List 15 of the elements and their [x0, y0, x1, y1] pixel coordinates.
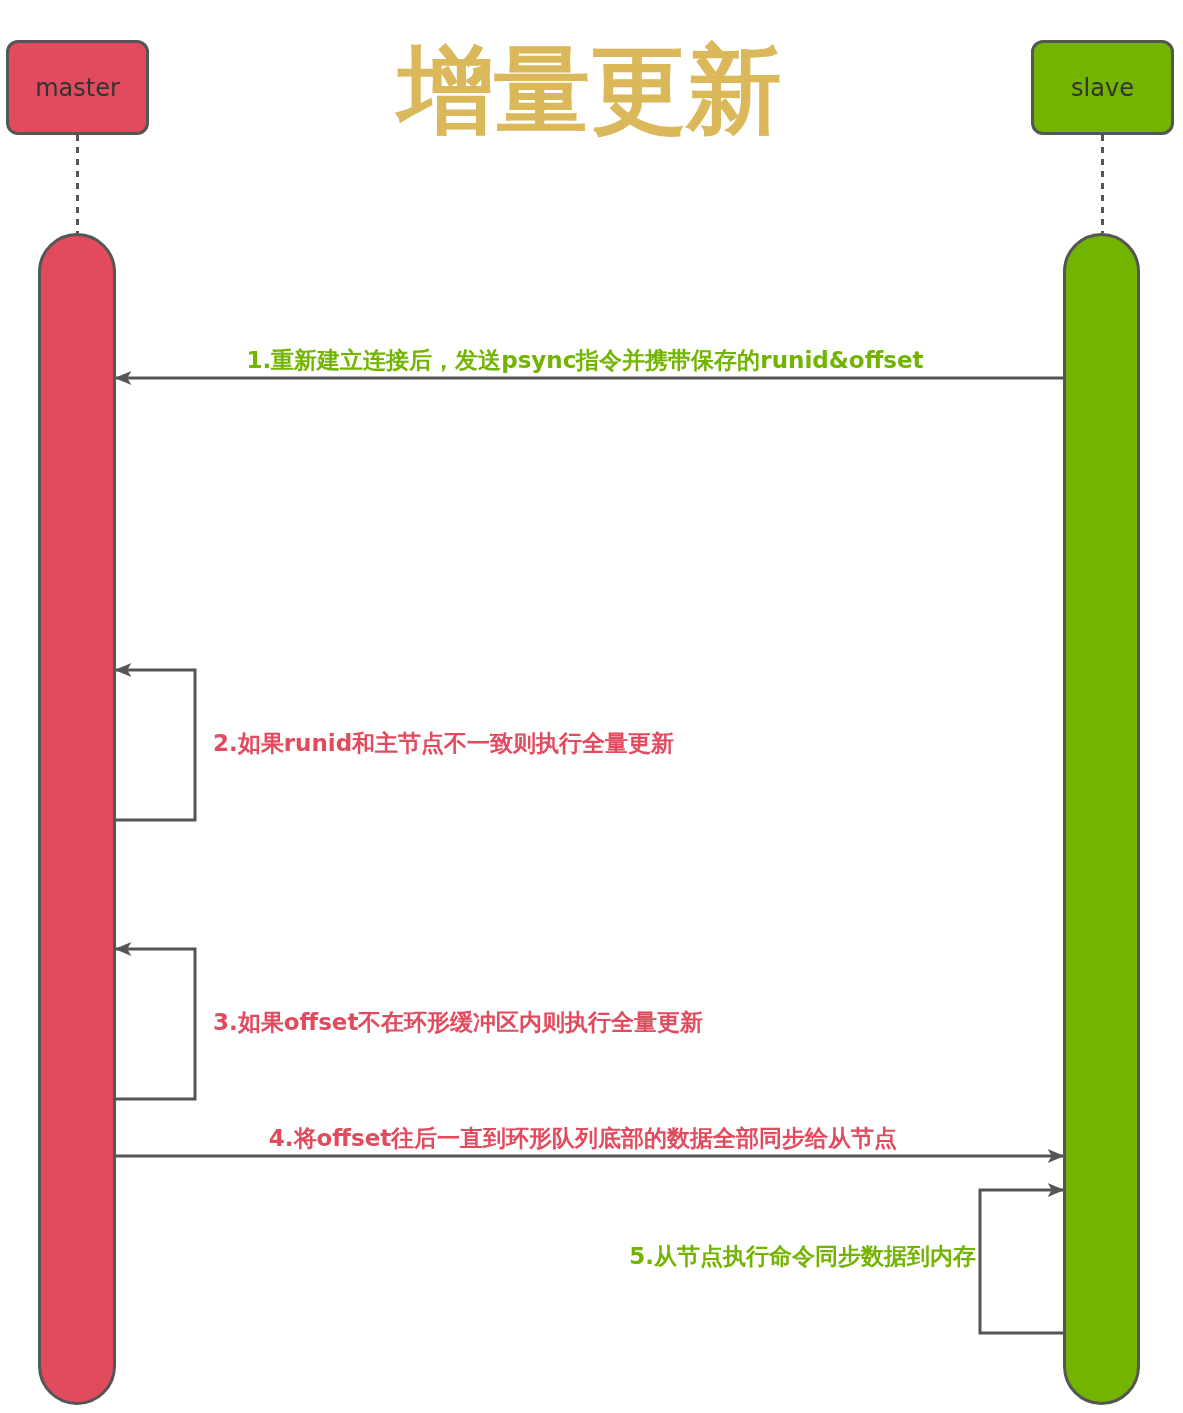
edge-label: 3.如果offset不在环形缓冲区内则执行全量更新 — [211, 1007, 706, 1037]
edge-label: 2.如果runid和主节点不一致则执行全量更新 — [211, 728, 677, 758]
message-arrow — [114, 371, 1063, 385]
node-label: master — [35, 73, 120, 102]
lifeline-connector — [1101, 135, 1104, 233]
lifeline-header-box — [6, 40, 149, 135]
self-message-arrow — [978, 1183, 1065, 1335]
message-arrow — [116, 1149, 1065, 1163]
title: 增量更新 — [340, 35, 840, 145]
edge-label: 4.将offset往后一直到环形队列底部的数据全部同步给从节点 — [266, 1123, 900, 1153]
lifeline-header-box — [1031, 40, 1174, 135]
self-message-arrow — [114, 663, 197, 822]
self-message-arrow — [114, 942, 197, 1101]
node-label: slave — [1071, 73, 1134, 102]
lifeline-connector — [76, 135, 79, 233]
